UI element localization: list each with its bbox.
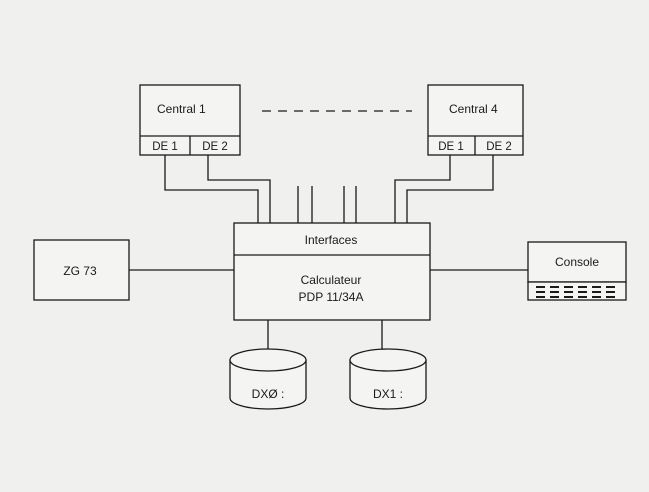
disk-0-label: DXØ :: [252, 387, 285, 401]
disk-1-label: DX1 :: [373, 387, 403, 401]
central-1-title: Central 1: [157, 102, 206, 116]
computer-model-label: PDP 11/34A: [299, 290, 364, 304]
central-4-unit: [427, 84, 524, 156]
central-4-port-de2: DE 2: [486, 141, 512, 153]
console-keys-icon: [536, 286, 615, 298]
central-1-unit: [139, 84, 241, 156]
console-label: Console: [555, 255, 599, 269]
central-1-de2-line: [207, 155, 271, 223]
zg73-label: ZG 73: [63, 264, 97, 278]
central-4-port-de1: DE 1: [438, 141, 464, 153]
computer-box: [233, 222, 431, 321]
disk-0: [229, 348, 307, 410]
computer-unit: [233, 222, 431, 321]
central-1-port-de1: DE 1: [152, 141, 178, 153]
central-1-de1-line: [164, 155, 259, 223]
zg73-box: [33, 239, 130, 301]
console-screen: [527, 241, 627, 283]
central-4-title: Central 4: [449, 102, 498, 116]
disk-1: [349, 348, 427, 410]
central-4-de1-line: [394, 155, 451, 223]
interfaces-label: Interfaces: [305, 233, 358, 247]
central-1-port-de2: DE 2: [202, 141, 228, 153]
central-4-de2-line: [406, 155, 494, 223]
computer-label: Calculateur: [301, 273, 362, 287]
